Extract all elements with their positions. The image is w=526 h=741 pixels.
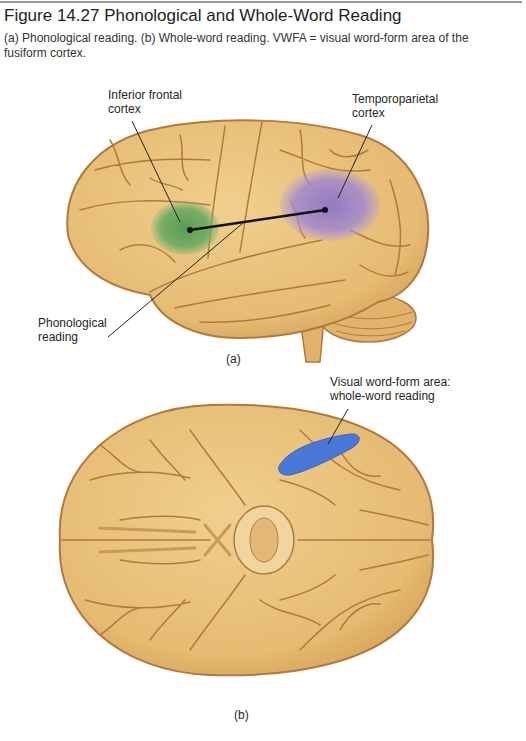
brain-sulci [62, 430, 430, 650]
brain-ventral-outline [60, 405, 433, 676]
panel-letter: (b) [234, 708, 274, 722]
top-rule [0, 2, 522, 3]
temporoparietal-region [280, 169, 380, 241]
structure-label: Temporoparietal cortex [352, 92, 462, 120]
optic-chiasm [205, 525, 230, 555]
brain-sulci [80, 122, 410, 322]
leader-line [108, 223, 243, 337]
brainstem-core [250, 518, 278, 562]
leader-line [338, 125, 372, 198]
leader-line [132, 121, 180, 222]
structure-label: Visual word-form area: whole-word readin… [330, 375, 480, 403]
brain-lateral-outline [67, 120, 428, 338]
structure-label: Inferior frontal cortex [108, 88, 203, 116]
visual-word-form-area [279, 434, 360, 475]
brainstem-section [234, 506, 294, 574]
leader-line [328, 409, 348, 444]
pathway-end [322, 207, 328, 213]
phonological-pathway [190, 210, 325, 230]
figure-title: Figure 14.27 Phonological and Whole-Word… [4, 6, 520, 26]
panel-letter: (a) [226, 352, 266, 366]
olfactory-tract [100, 528, 195, 552]
structure-label: Phonological reading [38, 316, 128, 344]
figure-caption: (a) Phonological reading. (b) Whole-word… [4, 31, 509, 61]
pathway-end [187, 227, 193, 233]
